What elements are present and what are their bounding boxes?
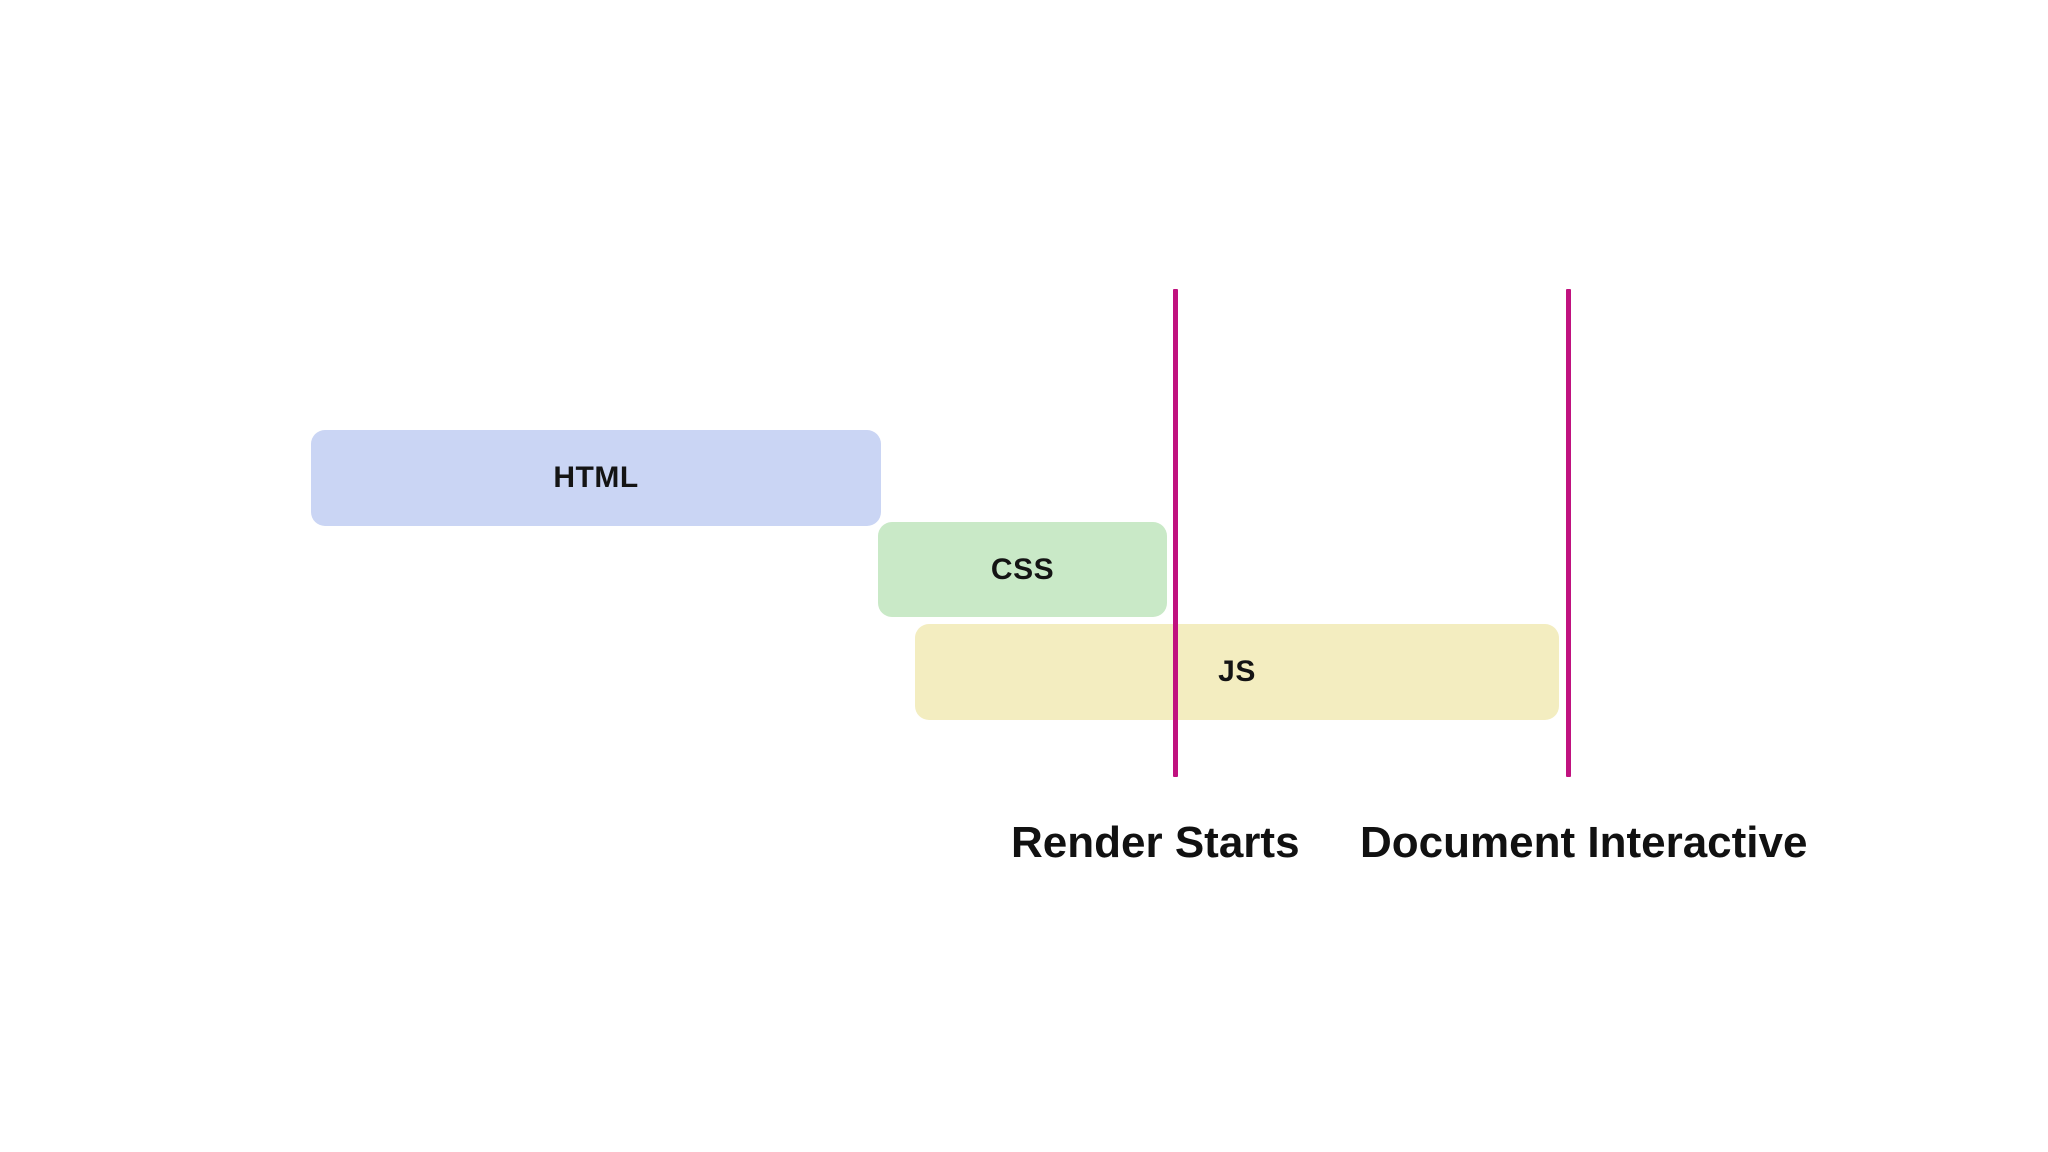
css-bar-label: CSS [990, 552, 1055, 586]
js-bar-label: JS [1218, 655, 1256, 688]
html-bar: HTML [311, 430, 881, 526]
render-starts-marker-line [1173, 289, 1178, 777]
document-interactive-label: Document Interactive [1360, 818, 1808, 867]
js-bar: JS [915, 624, 1559, 720]
css-bar: CSS [878, 522, 1167, 617]
html-bar-label: HTML [553, 461, 639, 494]
document-interactive-marker-line [1566, 289, 1571, 777]
render-starts-label: Render Starts [1011, 818, 1300, 867]
